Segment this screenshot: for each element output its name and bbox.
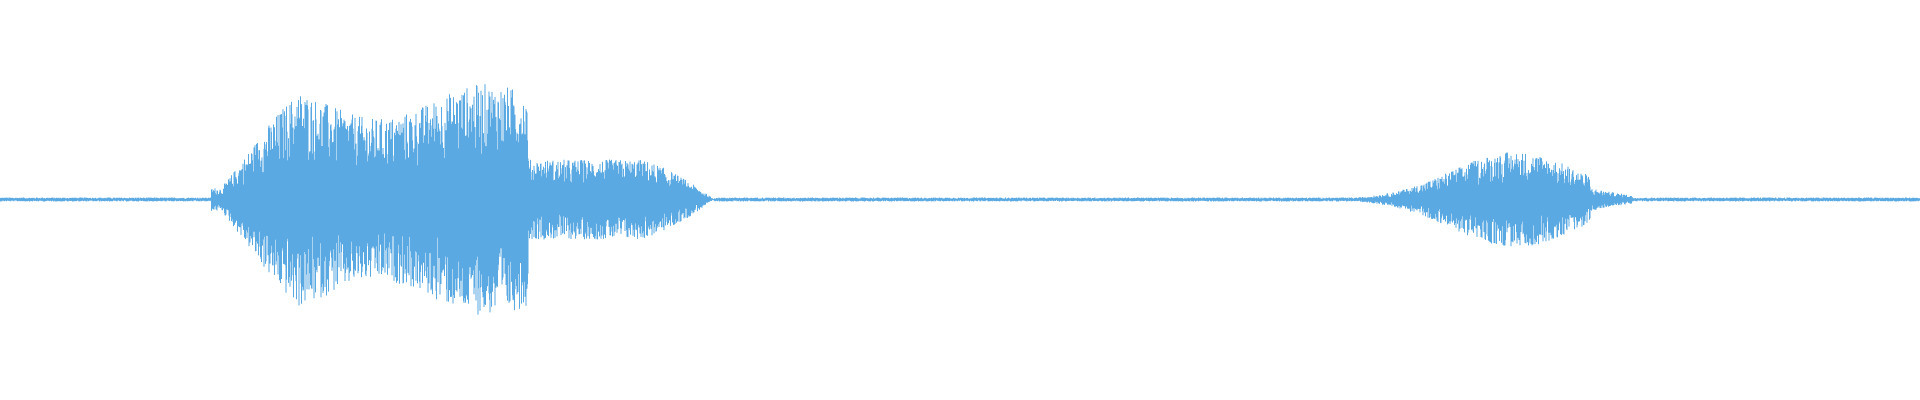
waveform-trace xyxy=(0,84,1920,315)
